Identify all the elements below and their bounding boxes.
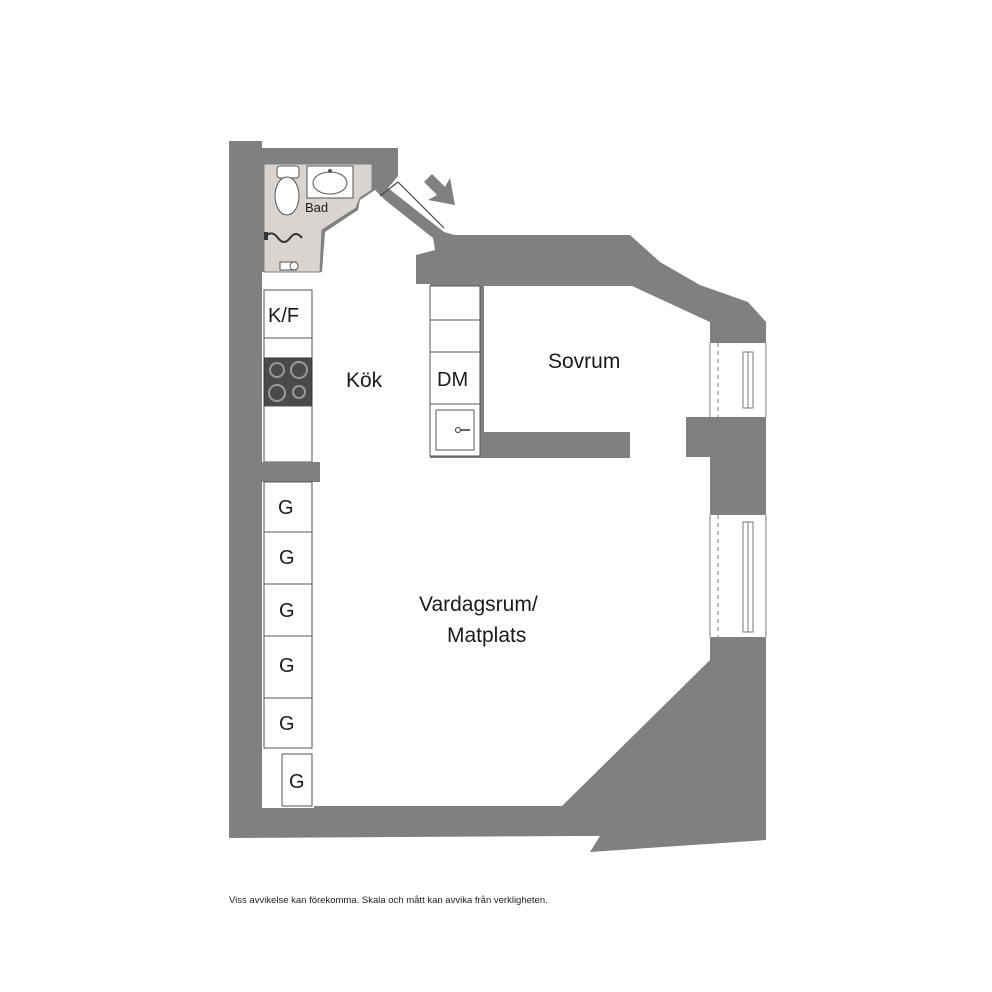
floor-drain-icon <box>279 261 299 271</box>
wardrobe <box>263 481 313 533</box>
wardrobe-label: G <box>278 497 294 519</box>
disclaimer-text: Viss avvikelse kan förekomma. Skala och … <box>229 895 548 906</box>
wardrobe <box>263 583 313 637</box>
living-room-label: Vardagsrum/ <box>419 593 538 616</box>
kitchen-sink-icon <box>429 403 481 457</box>
wardrobe <box>281 753 313 807</box>
wall-pier <box>710 457 766 515</box>
wardrobe-label: G <box>279 713 295 735</box>
dishwasher-label: DM <box>437 369 468 391</box>
wardrobe-label: G <box>279 547 295 569</box>
window-living-room <box>709 515 767 637</box>
bathroom-label: Bad <box>305 200 328 215</box>
bedroom-label: Sovrum <box>548 350 620 373</box>
wardrobe-label: G <box>279 600 295 622</box>
dining-area-label: Matplats <box>447 624 526 647</box>
dishwasher <box>429 351 481 405</box>
wall-pier <box>686 417 766 457</box>
entrance-arrow-icon <box>424 174 455 205</box>
wardrobe <box>263 635 313 699</box>
wardrobe <box>263 531 313 585</box>
stove-icon <box>263 357 313 407</box>
kitchen-label: Kök <box>346 369 383 392</box>
interior-wall <box>262 462 320 482</box>
counter-segment <box>429 285 481 321</box>
toilet-icon <box>274 165 300 216</box>
fridge-freezer-label: K/F <box>268 305 299 327</box>
counter-segment <box>263 405 313 463</box>
counter-segment <box>263 337 313 359</box>
shower-icon <box>264 232 303 243</box>
counter-segment <box>429 319 481 353</box>
wardrobe-label: G <box>279 655 295 677</box>
window-bedroom <box>709 343 767 417</box>
wardrobe <box>263 697 313 749</box>
wardrobe-label: G <box>289 771 305 793</box>
sink-icon <box>306 165 354 199</box>
entrance-door <box>379 181 445 229</box>
fridge-freezer <box>263 289 313 339</box>
